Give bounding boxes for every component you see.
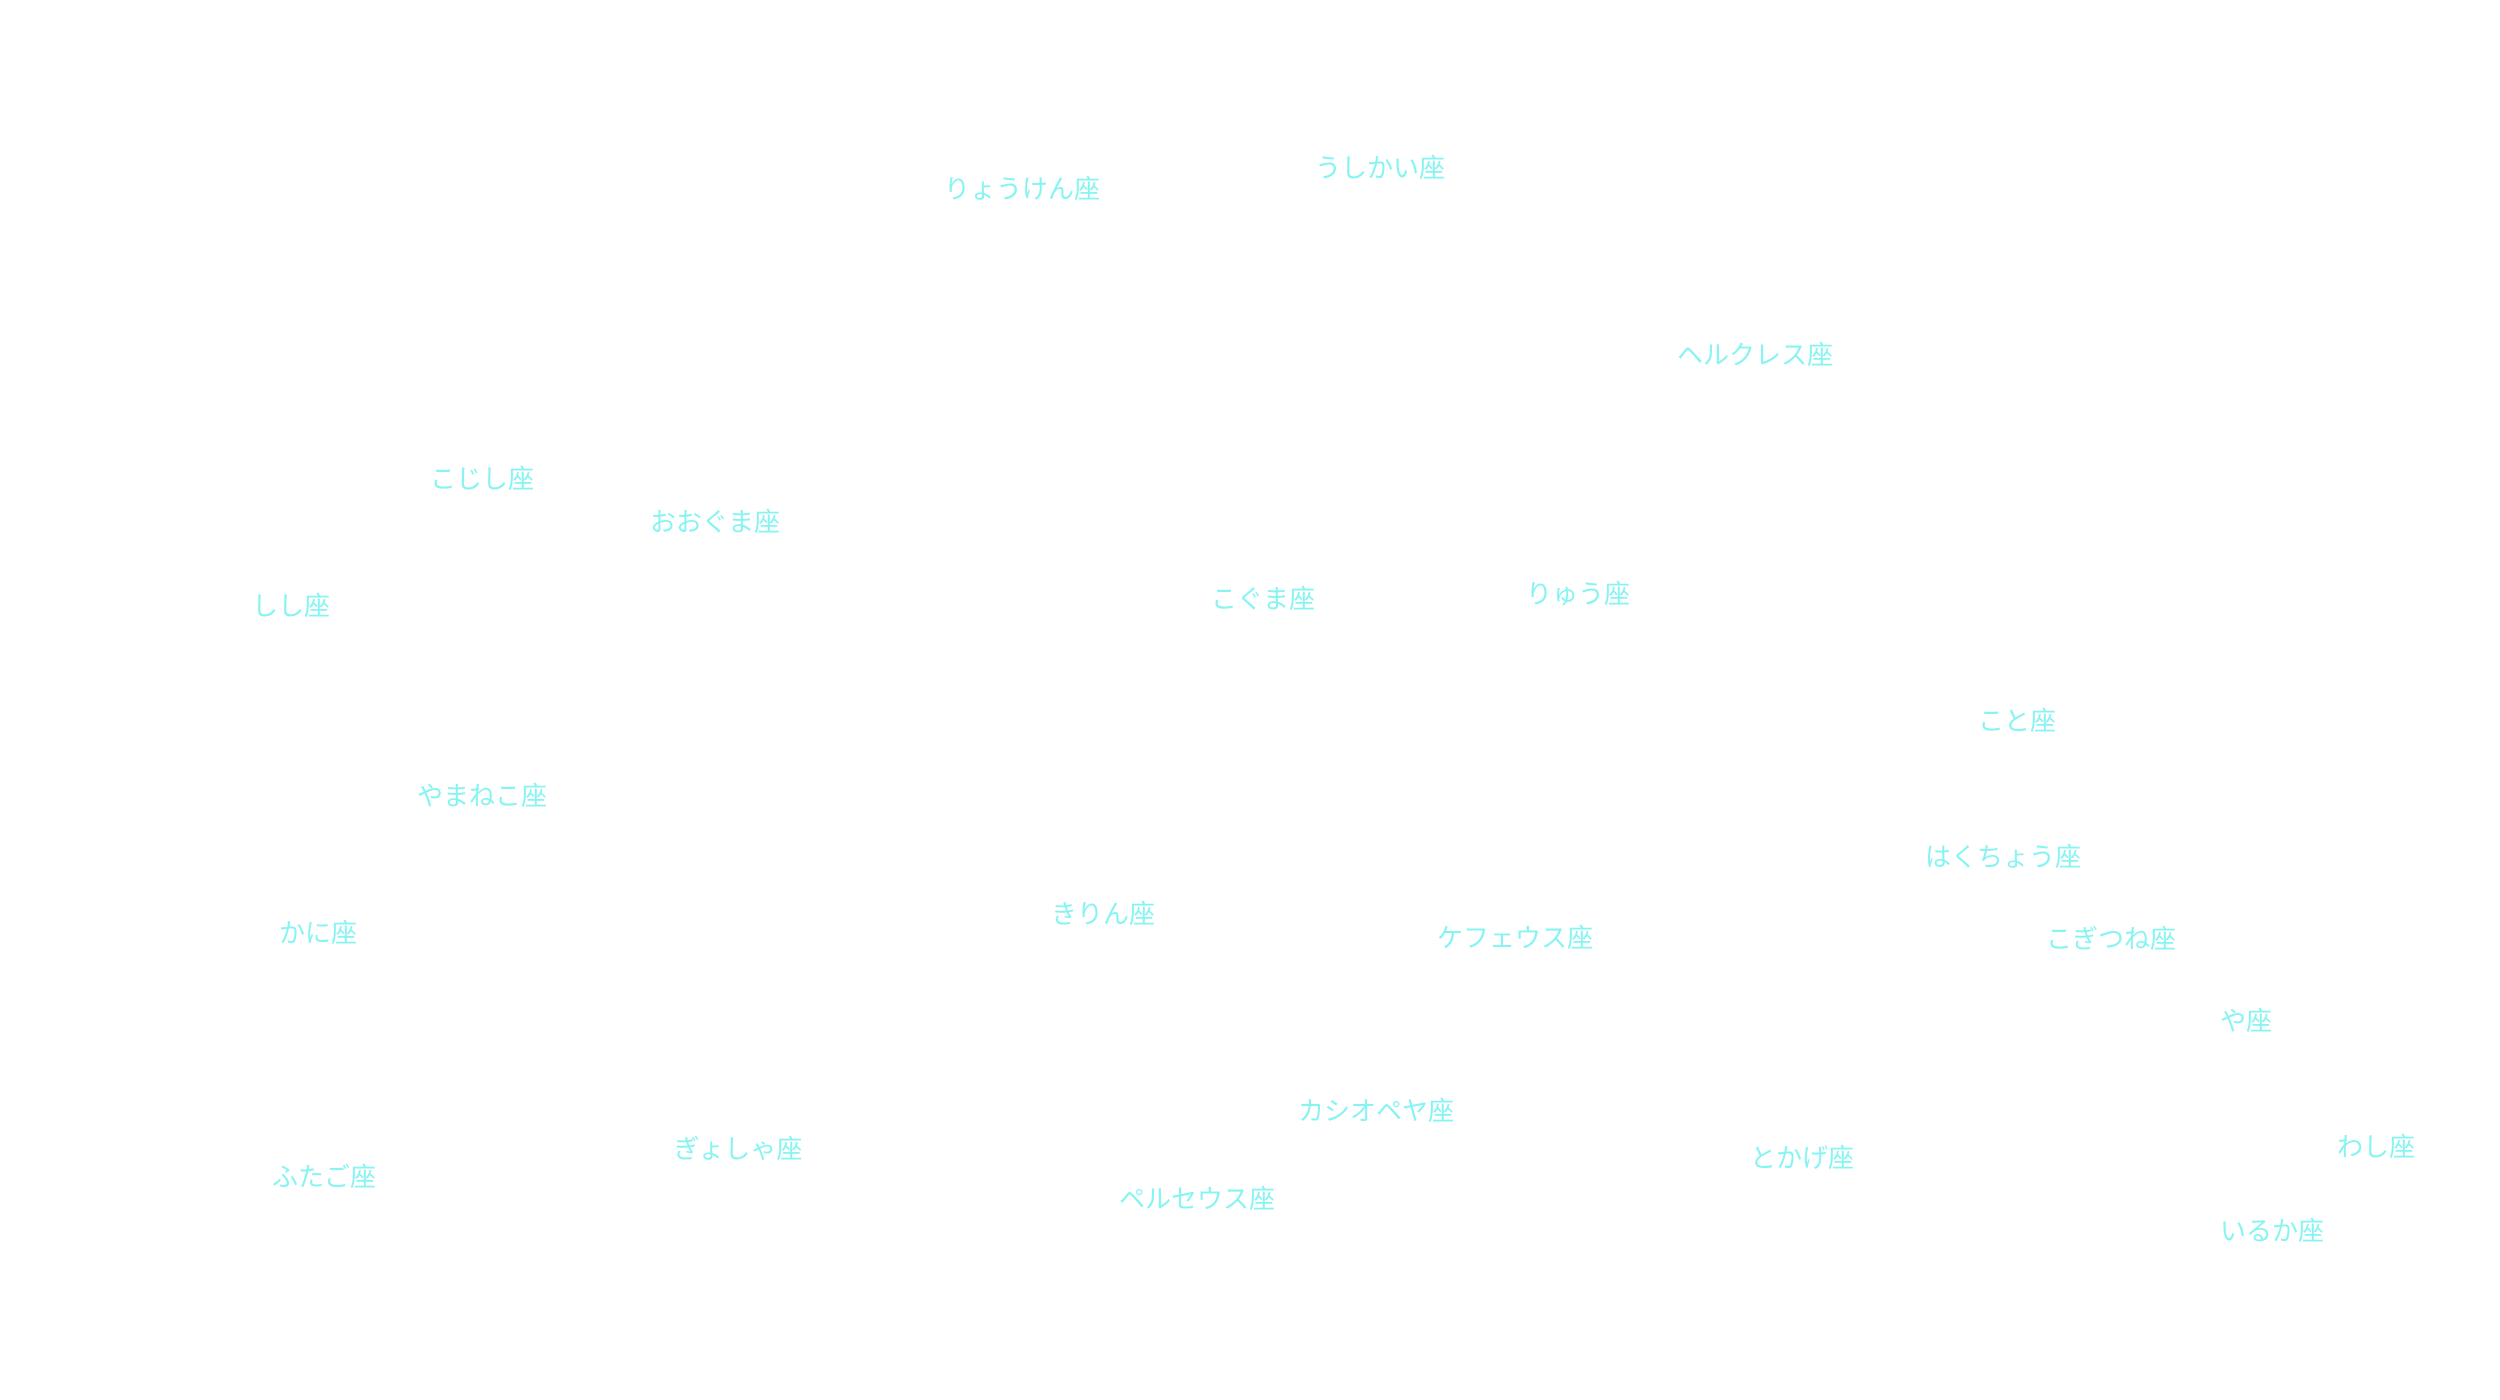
label-hercules: ヘルクレス座 (1676, 341, 1834, 371)
label-cepheus: ケフェウス座 (1436, 924, 1594, 954)
label-lynx: やまねこ座 (416, 782, 548, 812)
label-cygnus: はくちょう座 (1924, 843, 2082, 873)
label-bootes: うしかい座 (1314, 154, 1446, 184)
label-camelopardalis: きりん座 (1050, 900, 1156, 930)
label-vulpecula: こぎつね座 (2045, 925, 2177, 955)
label-delphinus: いるか座 (2219, 1217, 2325, 1247)
label-cancer: かに座 (278, 919, 358, 949)
label-sagitta: や座 (2219, 1007, 2273, 1037)
label-aquila: わし座 (2336, 1133, 2416, 1163)
label-cassiopeia: カシオペヤ座 (1297, 1097, 1455, 1127)
label-lyra: こと座 (1977, 707, 2057, 737)
label-auriga: ぎょしゃ座 (673, 1135, 803, 1165)
label-leo-minor: こじし座 (429, 465, 535, 495)
label-canes-venatici: りょうけん座 (943, 175, 1101, 205)
label-perseus: ペルセウス座 (1118, 1185, 1276, 1215)
label-ursa-major: おおぐま座 (649, 508, 781, 538)
label-gemini: ふたご座 (271, 1163, 377, 1193)
label-ursa-minor: こぐま座 (1210, 585, 1316, 615)
label-draco: りゅう座 (1525, 580, 1631, 610)
label-lacerta: とかげ座 (1749, 1144, 1855, 1174)
label-leo: しし座 (251, 592, 331, 622)
